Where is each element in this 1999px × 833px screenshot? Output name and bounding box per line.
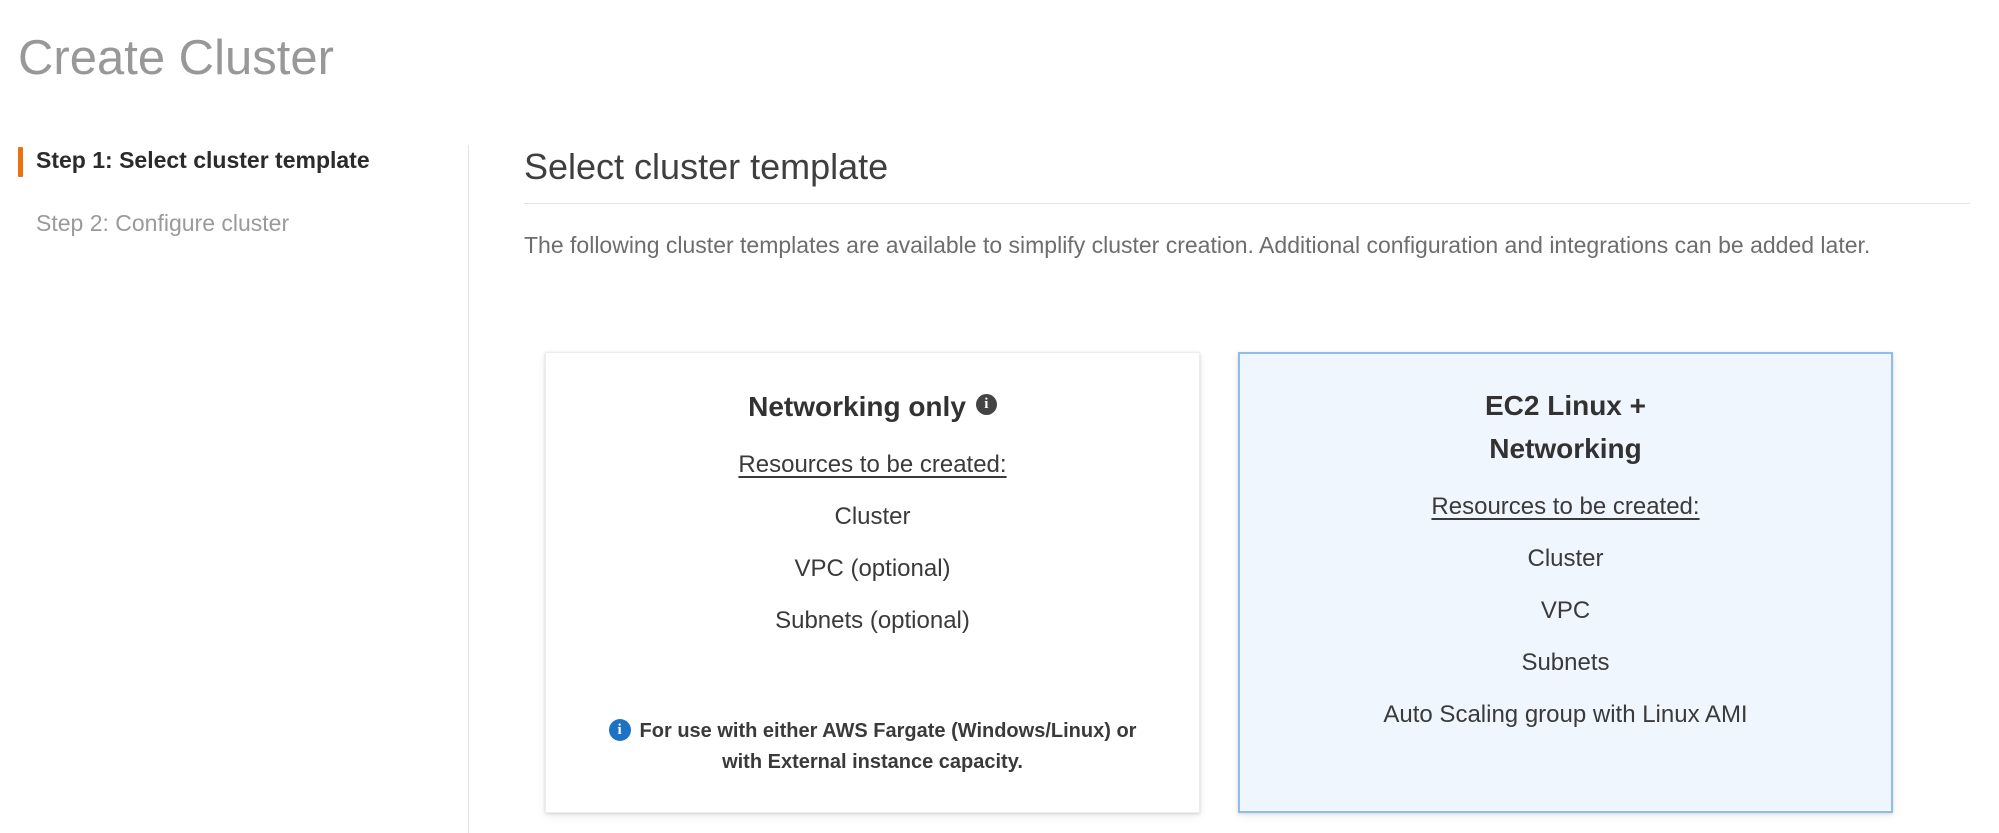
section-heading: Select cluster template: [524, 146, 889, 187]
template-card-ec2-linux-networking[interactable]: EC2 Linux + Networking Resources to be c…: [1238, 352, 1893, 813]
wizard-steps: Step 1: Select cluster template Step 2: …: [0, 145, 468, 833]
info-icon: i: [608, 718, 631, 741]
section-rule: [524, 203, 1970, 204]
info-icon[interactable]: i: [975, 394, 997, 416]
template-card-title-line-2: Networking: [1489, 433, 1642, 464]
template-card-networking-only[interactable]: Networking only i Resources to be created…: [545, 352, 1200, 813]
resources-heading: Resources to be created:: [546, 450, 1199, 480]
resources-heading-text: Resources to be created:: [1431, 493, 1700, 520]
sidebar-item-step-1[interactable]: Step 1: Select cluster template: [0, 145, 468, 208]
main-content: Select cluster template The following cl…: [524, 145, 1974, 265]
resources-heading-text: Resources to be created:: [738, 451, 1007, 479]
sidebar-item-step-2[interactable]: Step 2: Configure cluster: [0, 208, 468, 271]
resource-item: VPC (optional): [794, 555, 951, 583]
template-card-note: i For use with either AWS Fargate (Window…: [546, 716, 1199, 778]
template-card-note-line-2: or with External instance capacity.: [722, 720, 1137, 773]
sidebar-item-step-1-label: Step 1: Select cluster template: [36, 147, 370, 173]
template-card-title-text: Networking only: [748, 391, 966, 423]
section-description: The following cluster templates are avai…: [524, 232, 1871, 258]
resource-item: VPC: [1540, 597, 1591, 624]
template-card-title-line-1: EC2 Linux +: [1484, 390, 1647, 421]
inactive-step-marker: [18, 210, 23, 240]
template-card-title: Networking only i: [546, 383, 1199, 428]
resource-item: Subnets (optional): [775, 607, 970, 635]
resource-item: Subnets: [1521, 649, 1610, 676]
rail-divider: [468, 145, 469, 833]
template-card-note-line-1: For use with either AWS Fargate (Windows…: [639, 720, 1111, 742]
resource-item: Auto Scaling group with Linux AMI: [1383, 701, 1748, 728]
template-card-title: EC2 Linux + Networking: [1240, 384, 1891, 470]
active-step-marker: [18, 147, 23, 177]
sidebar-item-step-2-label: Step 2: Configure cluster: [36, 210, 290, 236]
resource-item: Cluster: [834, 503, 911, 531]
resources-heading: Resources to be created:: [1240, 492, 1891, 522]
resource-item: Cluster: [1527, 545, 1604, 572]
page-title: Create Cluster: [18, 31, 334, 85]
